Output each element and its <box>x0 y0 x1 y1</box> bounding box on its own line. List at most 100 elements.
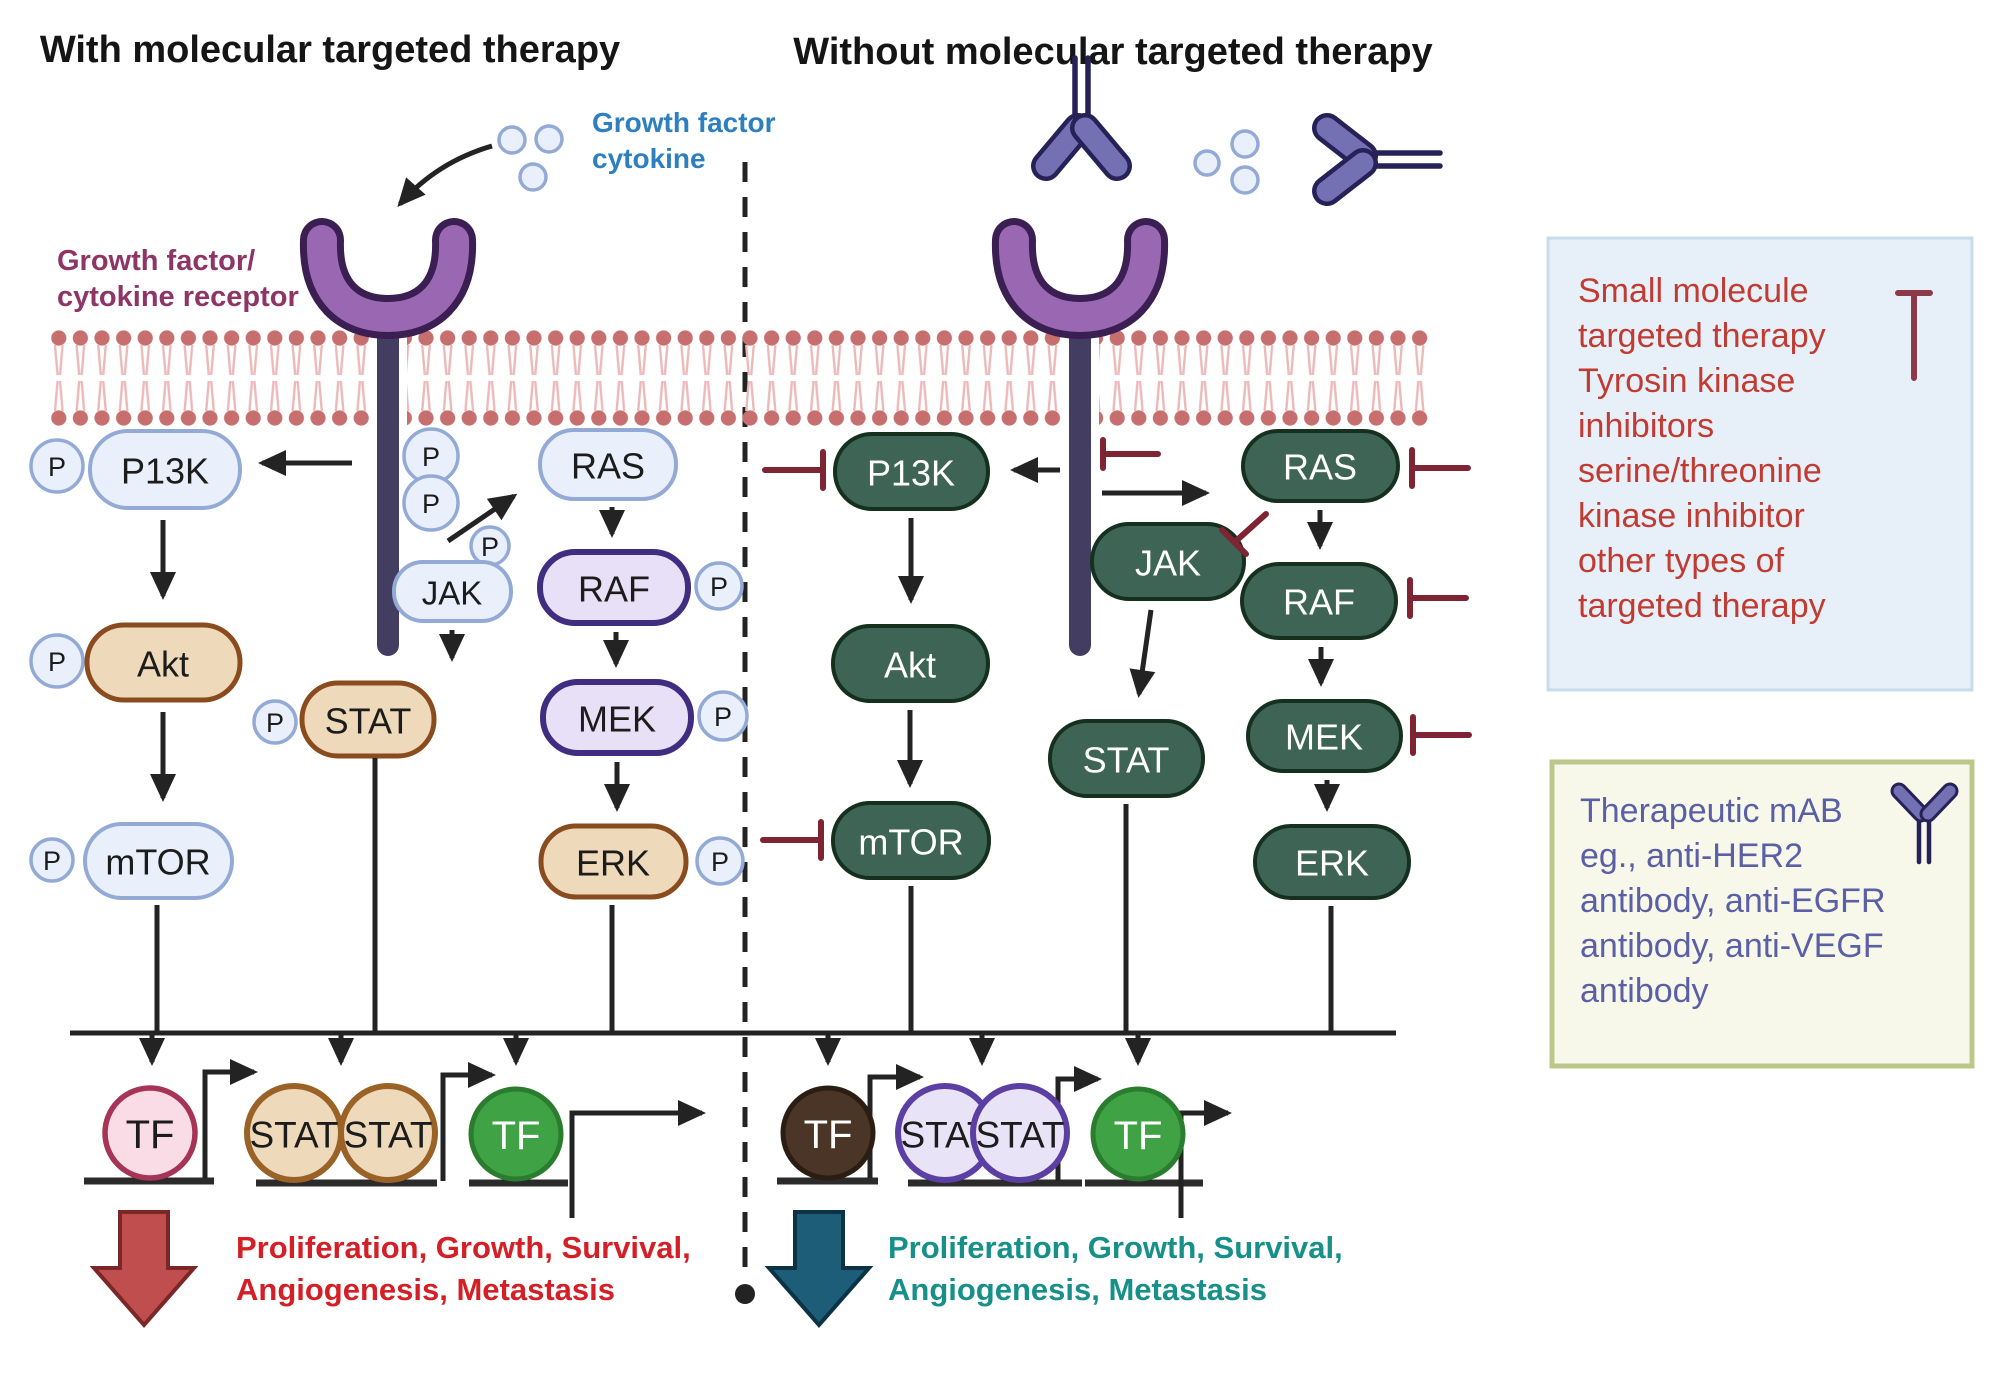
phospho-circle: P <box>695 836 745 886</box>
phospho-circle: P <box>29 633 85 689</box>
node-mek-left: MEK <box>540 679 694 756</box>
promoter-arrow <box>569 1100 706 1218</box>
svg-text:RAS: RAS <box>571 446 645 487</box>
phospho-circle: P <box>469 525 511 567</box>
outcome-text-left-line2: Angiogenesis, Metastasis <box>236 1272 615 1307</box>
tf-circle-green-right: TF <box>1090 1086 1186 1182</box>
node-jak-left: JAK <box>392 560 513 623</box>
antibody-icon-vertical <box>1031 55 1132 181</box>
svg-text:serine/threonine: serine/threonine <box>1578 452 1822 490</box>
svg-text:ERK: ERK <box>576 843 650 884</box>
inhibitor-tbar-mek <box>1410 714 1472 756</box>
stat-dimer-circle: STAT <box>244 1083 344 1183</box>
outcome-arrow-teal <box>764 1210 874 1329</box>
node-p13k-left: P13K <box>88 429 242 510</box>
svg-text:Therapeutic mAB: Therapeutic mAB <box>1580 792 1843 830</box>
inhibitor-tbar-mtor <box>760 819 824 861</box>
svg-text:P: P <box>422 489 440 519</box>
promoter-arrow <box>202 1059 258 1178</box>
svg-text:P: P <box>43 846 61 876</box>
inhibitor-tbar-p13k <box>762 449 826 491</box>
svg-text:P: P <box>714 702 732 732</box>
phospho-circle: P <box>29 837 75 883</box>
pathway-with-therapy: P P P P P P P P P P P13K Akt mTOR JAK ST… <box>29 427 749 900</box>
stat-dimer-circle-purple: STAT <box>970 1083 1070 1183</box>
svg-text:antibody: antibody <box>1580 972 1709 1010</box>
svg-text:TF: TF <box>1114 1114 1163 1158</box>
phospho-circle: P <box>402 474 460 532</box>
node-akt-right: Akt <box>831 624 990 703</box>
node-erk-right: ERK <box>1253 824 1411 900</box>
node-ras-left: RAS <box>538 428 678 501</box>
svg-text:mTOR: mTOR <box>858 822 963 863</box>
svg-text:MEK: MEK <box>1285 717 1363 758</box>
inhibitor-tbar-jak <box>1219 511 1269 557</box>
svg-text:RAF: RAF <box>578 569 650 610</box>
node-akt-left: Akt <box>84 622 243 703</box>
phospho-circle: P <box>402 427 460 485</box>
svg-text:Small molecule: Small molecule <box>1578 272 1809 310</box>
legend-small-molecule-box: Small molecule targeted therapy Tyrosin … <box>1546 236 1974 692</box>
svg-text:Akt: Akt <box>137 644 189 685</box>
svg-text:P13K: P13K <box>121 451 209 492</box>
svg-text:P: P <box>710 572 728 602</box>
phospho-circle: P <box>694 561 744 611</box>
antibody-icon-horizontal <box>1312 113 1443 206</box>
growth-factor-cytokine-label-line1: Growth factor <box>592 107 776 138</box>
svg-text:STAT: STAT <box>249 1115 338 1156</box>
svg-text:P: P <box>711 847 729 877</box>
node-stat-left: STAT <box>299 680 437 759</box>
receptor-label-line1: Growth factor/ <box>57 245 255 277</box>
svg-text:antibody, anti-EGFR: antibody, anti-EGFR <box>1580 882 1886 920</box>
svg-text:P: P <box>48 452 66 482</box>
growth-factor-circles-right <box>1193 129 1260 195</box>
svg-text:TF: TF <box>492 1114 541 1158</box>
inhibitor-tbar-receptor <box>1100 437 1161 471</box>
phospho-circle: P <box>252 699 298 745</box>
tf-circle-green-left: TF <box>468 1086 564 1182</box>
node-mtor-right: mTOR <box>831 801 991 880</box>
outcome-text-left-line1: Proliferation, Growth, Survival, <box>236 1230 691 1265</box>
svg-text:eg., anti-HER2: eg., anti-HER2 <box>1580 837 1803 875</box>
ligand-binding-curved-arrow <box>397 143 493 208</box>
svg-text:RAS: RAS <box>1283 447 1357 488</box>
inhibitor-tbar-ras <box>1409 447 1471 489</box>
svg-text:P13K: P13K <box>867 453 955 494</box>
gene-transcription-section: TF STAT STAT TF TF STAT STAT TF <box>70 758 1396 1218</box>
legend-mab-box: Therapeutic mAB eg., anti-HER2 antibody,… <box>1549 759 1975 1069</box>
inhibitor-tbar-raf <box>1407 577 1469 619</box>
promoter-arrow <box>1178 1100 1232 1218</box>
svg-text:P: P <box>422 442 440 472</box>
title-with-therapy: With molecular targeted therapy <box>40 29 620 71</box>
tf-circle-brown: TF <box>780 1085 876 1181</box>
svg-text:MEK: MEK <box>578 699 656 740</box>
inhibitor-symbol-icon <box>1895 290 1933 381</box>
svg-text:STAT: STAT <box>325 701 412 742</box>
svg-text:JAK: JAK <box>1135 543 1201 584</box>
outcome-arrow-red <box>89 1210 199 1329</box>
svg-text:mTOR: mTOR <box>105 842 210 883</box>
svg-text:P: P <box>481 532 499 562</box>
phospho-circle: P <box>697 690 749 742</box>
node-raf-right: RAF <box>1240 562 1398 640</box>
node-stat-right: STAT <box>1048 719 1205 798</box>
receptor-label-line2: cytokine receptor <box>57 281 299 313</box>
svg-text:P: P <box>266 708 284 738</box>
svg-text:STAT: STAT <box>975 1115 1064 1156</box>
svg-text:targeted therapy: targeted therapy <box>1578 587 1826 625</box>
svg-text:antibody, anti-VEGF: antibody, anti-VEGF <box>1580 927 1884 965</box>
svg-text:targeted therapy: targeted therapy <box>1578 317 1826 355</box>
node-mtor-left: mTOR <box>83 822 234 900</box>
svg-text:TF: TF <box>126 1113 175 1157</box>
svg-text:STAT: STAT <box>1083 740 1170 781</box>
growth-factor-cytokine-label-line2: cytokine <box>592 143 706 174</box>
outcome-text-right-line2: Angiogenesis, Metastasis <box>888 1272 1267 1307</box>
phospho-circle: P <box>29 438 85 494</box>
receptor-right <box>991 218 1169 656</box>
stat-dimer-circle: STAT <box>338 1083 438 1183</box>
svg-text:other types of: other types of <box>1578 542 1785 580</box>
cell-membrane <box>48 330 1432 426</box>
svg-text:STAT: STAT <box>343 1115 432 1156</box>
